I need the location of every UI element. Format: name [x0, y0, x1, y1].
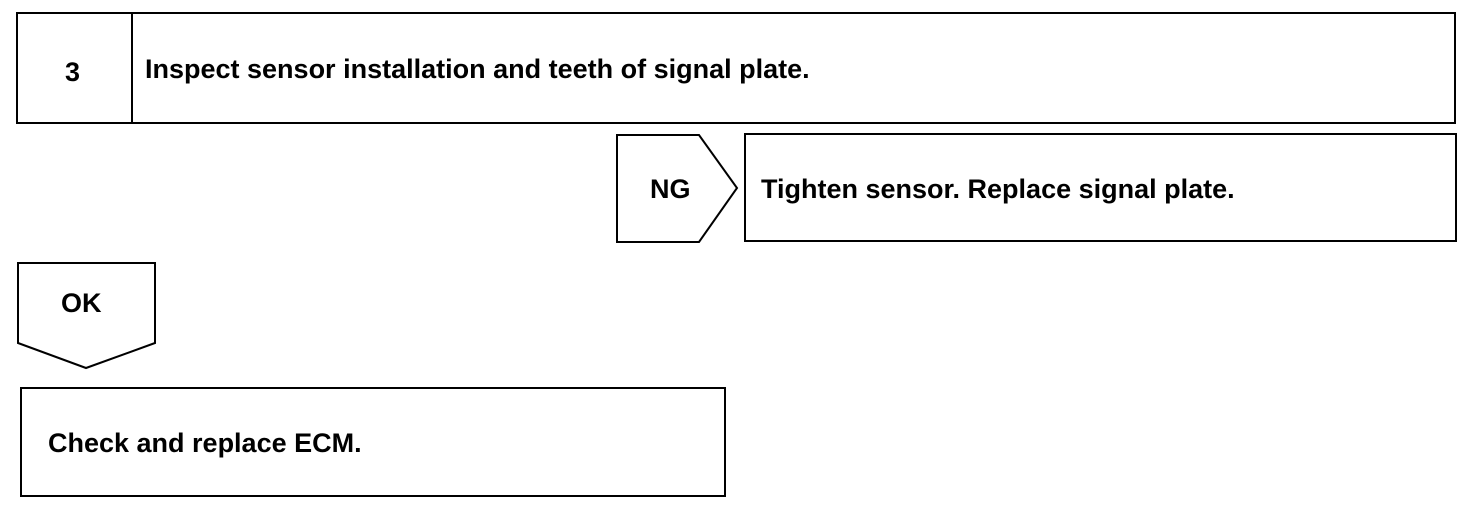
ng-action-box	[744, 133, 1457, 242]
step-box	[16, 12, 1456, 124]
step-title: Inspect sensor installation and teeth of…	[145, 54, 810, 84]
step-number-divider	[131, 14, 133, 122]
ok-label: OK	[61, 288, 102, 318]
ng-arrow-tag	[616, 134, 739, 243]
step-number: 3	[65, 57, 81, 87]
ok-action-box	[20, 387, 726, 497]
ng-label: NG	[650, 174, 691, 204]
ok-action-text: Check and replace ECM.	[48, 428, 362, 458]
ng-action-text: Tighten sensor. Replace signal plate.	[761, 174, 1235, 204]
ok-arrow-tag	[17, 262, 156, 370]
